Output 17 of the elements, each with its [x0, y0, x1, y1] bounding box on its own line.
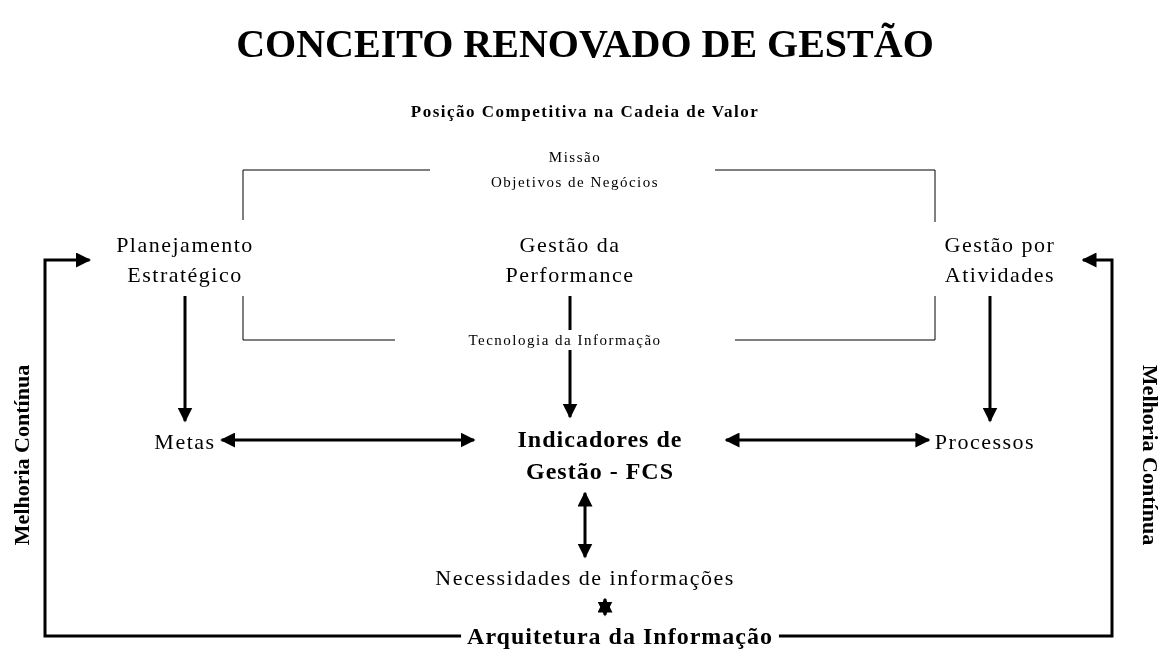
arrow: [220, 432, 476, 448]
node-text: Planejamento Estratégico: [97, 230, 273, 290]
node-text: Arquitetura da Informação: [467, 621, 773, 651]
arrow: [778, 252, 1114, 638]
node-text: Gestão por Atividades: [925, 230, 1075, 290]
node-text: Processos: [934, 427, 1036, 457]
arrow: [982, 296, 998, 423]
arrow: [724, 432, 931, 448]
arrow: [177, 296, 193, 423]
arrow: [43, 252, 462, 638]
node-text: Metas: [154, 427, 216, 457]
node-text: Gestão da Performance: [482, 230, 658, 290]
arrow: [597, 597, 613, 617]
node-text: Indicadores de Gestão - FCS: [480, 423, 720, 487]
arrow: [577, 491, 593, 559]
node-text: Necessidades de informações: [435, 563, 735, 593]
title: CONCEITO RENOVADO DE GESTÃO: [236, 20, 934, 68]
